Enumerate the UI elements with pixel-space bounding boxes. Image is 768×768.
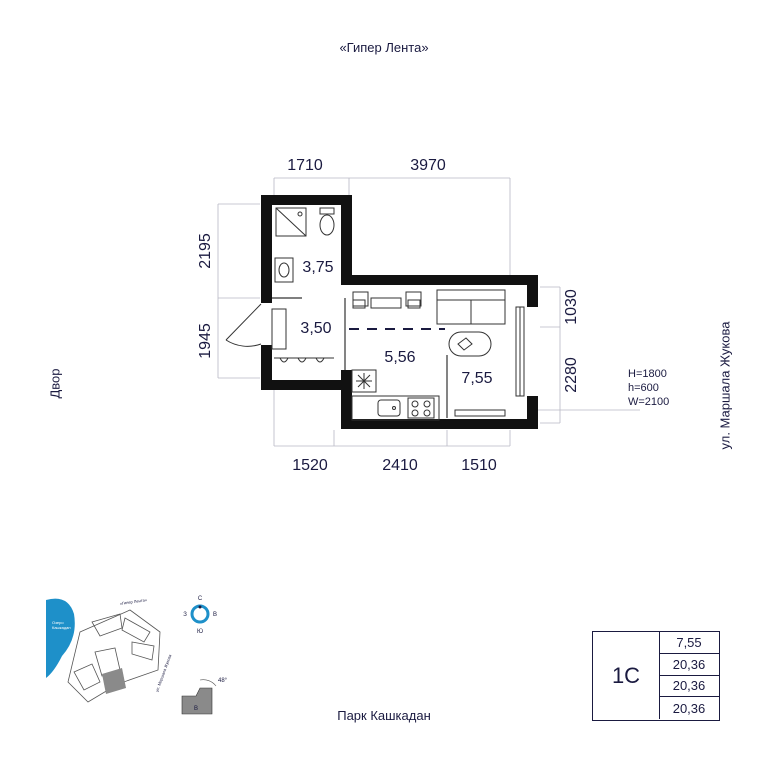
minimap-lake-line2: Кашкадан (52, 625, 71, 630)
hall-shelf-icon (271, 308, 287, 350)
dim-left-bottom: 1945 (197, 323, 214, 359)
minimap-blocks (67, 609, 161, 703)
window (515, 306, 525, 397)
dim-left-top: 2195 (197, 233, 214, 269)
minimap-block-letter: В (194, 706, 198, 712)
coffee-table-icon (448, 331, 492, 357)
kitchen-counter-icon (351, 395, 440, 421)
window-spec-H: H=1800 (628, 368, 667, 380)
shower-icon (275, 207, 307, 237)
room-kitchen-area: 5,56 (384, 349, 415, 366)
room-living-area: 7,55 (461, 370, 492, 387)
interior-partitions (272, 297, 448, 426)
compass-south: Ю (197, 629, 203, 635)
lake-shape (46, 598, 75, 678)
info-living-area: 7,55 (659, 632, 719, 654)
compass-needle (198, 605, 202, 609)
room-area-labels: 3,75 3,50 5,56 7,55 (300, 259, 492, 387)
site-minimap: Озеро Кашкадан «Гипер Лента» ул. Маршала… (46, 596, 228, 715)
orientation-top-label: «Гипер Лента» (339, 40, 429, 55)
room-bathroom-area: 3,75 (302, 259, 333, 276)
minimap-street-top: «Гипер Лента» (119, 597, 148, 606)
minimap-highlight-block (102, 668, 126, 694)
window-spec-h: h=600 (628, 382, 659, 394)
dim-bottom-mid: 2410 (382, 457, 418, 474)
apartment-type: 1С (593, 632, 660, 719)
info-total-area: 20,36 (659, 654, 719, 676)
info-area-3: 20,36 (672, 700, 706, 716)
dimension-guides (217, 177, 640, 447)
compass-east: В (213, 612, 217, 618)
toilet-icon (319, 207, 335, 236)
dimension-labels: 1710 3970 2195 1945 1030 2280 1520 2410 … (197, 157, 580, 474)
room-hall-area: 3,50 (300, 320, 331, 337)
dim-right-top: 1030 (563, 289, 580, 325)
minimap-street-side: ул. Маршала Жукова (154, 653, 172, 692)
fridge-icon (351, 369, 377, 393)
window-spec: H=1800 h=600 W=2100 (628, 368, 669, 408)
dim-right-bottom: 2280 (563, 357, 580, 393)
info-area-2: 20,36 (659, 676, 719, 698)
building-silhouette (181, 687, 213, 715)
dim-top-right: 3970 (410, 157, 446, 174)
sink-icon (274, 257, 294, 283)
orientation-arc (199, 679, 217, 687)
entrance-door (225, 303, 262, 347)
compass-north: С (198, 596, 203, 602)
compass-west: З (183, 612, 187, 618)
dim-top-left: 1710 (287, 157, 323, 174)
apartment-info-box: 1С 7,55 20,36 20,36 20,36 (592, 631, 720, 721)
coat-rack-icon (274, 357, 334, 363)
minimap-lake-line1: Озеро (52, 620, 64, 625)
minimap-angle: 48° (218, 678, 228, 684)
sofa-icon (436, 289, 506, 325)
dim-bottom-left: 1520 (292, 457, 328, 474)
tv-stand-icon (454, 409, 506, 417)
window-spec-W: W=2100 (628, 396, 669, 408)
orientation-bottom-label: Парк Кашкадан (337, 708, 431, 723)
dining-set-icon (352, 291, 422, 309)
dim-bottom-right: 1510 (461, 457, 497, 474)
outer-walls (261, 195, 538, 429)
